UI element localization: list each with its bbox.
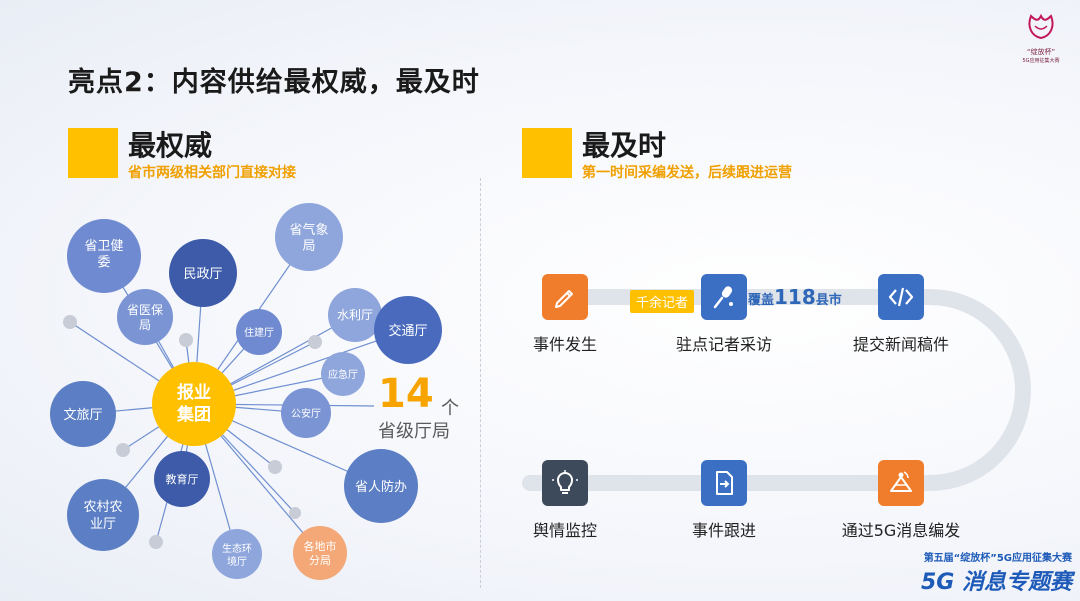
step-opinion-monitor: [542, 460, 588, 506]
flower-logo-icon: [1028, 13, 1054, 40]
node-mzt: 民政厅: [183, 267, 222, 282]
microphone-icon: [713, 286, 733, 309]
dept-count-label: 省级厅局: [378, 421, 450, 442]
section-subtitle-timely: 第一时间采编发送，后续跟进运营: [582, 165, 792, 181]
section-divider: [480, 178, 481, 588]
node-gat: 公安厅: [291, 407, 321, 420]
network-node-labels: 省卫健 委 民政厅 省气象 局 省医保 局 住建厅 水利厅 交通厅 应急厅 文旅…: [63, 222, 427, 568]
step-event-follow: [701, 460, 747, 506]
award-logo-top: “绽放杯” 5G应用征集大赛: [1012, 8, 1070, 64]
center-node-line1: 报业: [177, 382, 211, 403]
page-title: 亮点2：内容供给最权威，最及时: [68, 67, 480, 98]
node-nct-line2: 业厅: [90, 517, 116, 532]
section-title-authority: 最权威: [128, 129, 213, 162]
section-subtitle-authority: 省市两级相关部门直接对接: [128, 165, 296, 181]
section-marker-left: [68, 128, 118, 178]
node-yjt: 应急厅: [328, 368, 358, 381]
dept-count-number: 14: [378, 371, 434, 417]
node-wsj-line1: 省卫健: [84, 239, 123, 254]
node-ybj-line1: 省医保: [127, 303, 163, 317]
file-export-icon: [716, 471, 733, 495]
step-label-opinion-monitor: 舆情监控: [532, 521, 597, 540]
node-sth-line2: 境厅: [227, 555, 247, 568]
node-gdsf-line2: 分局: [309, 554, 331, 567]
coverage-prefix: 覆盖: [748, 293, 775, 308]
node-rfb: 省人防办: [355, 479, 407, 495]
section-marker-right: [522, 128, 572, 178]
step-label-5g-publish: 通过5G消息编发: [841, 521, 961, 540]
coverage-tag: 覆盖118县市: [748, 285, 842, 309]
node-nct-line1: 农村农: [83, 500, 122, 515]
center-node-line2: 集团: [176, 404, 211, 425]
step-reporter-interview: [701, 274, 747, 320]
step-label-reporter-interview: 驻点记者采访: [675, 335, 772, 354]
step-label-event-follow: 事件跟进: [691, 521, 756, 540]
node-zjt: 住建厅: [244, 326, 274, 339]
node-slt: 水利厅: [337, 308, 373, 322]
satellite-icon: [890, 471, 912, 492]
coverage-number: 118: [774, 285, 816, 309]
node-qxj-line1: 省气象: [289, 222, 328, 238]
dept-count-unit: 个: [441, 398, 459, 419]
contest-logo-line1: 第五届“绽放杯”5G应用征集大赛: [923, 553, 1072, 564]
logo-top-tiny: 5G应用征集大赛: [1022, 58, 1060, 64]
node-jtt: 交通厅: [388, 323, 427, 339]
network-satellite-dots: [63, 315, 322, 549]
section-title-timely: 最及时: [582, 129, 667, 162]
step-event-occur: [542, 274, 588, 320]
contest-logo-line2: 5G 消息专题赛: [920, 570, 1072, 595]
node-ybj-line2: 局: [139, 318, 151, 332]
pencil-icon: [555, 290, 573, 308]
step-label-event-occur: 事件发生: [532, 335, 597, 354]
node-sth-line1: 生态环: [222, 542, 252, 555]
logo-top-caption: “绽放杯”: [1026, 48, 1056, 56]
node-wlt: 文旅厅: [63, 408, 102, 423]
reporters-tag: 千余记者: [630, 290, 695, 313]
node-qxj-line2: 局: [302, 239, 315, 254]
contest-logo-bottom: 第五届“绽放杯”5G应用征集大赛 5G 消息专题赛: [902, 549, 1072, 596]
step-label-submit-article: 提交新闻稿件: [852, 335, 949, 354]
lightbulb-icon: [552, 470, 578, 494]
step-submit-article: [878, 274, 924, 320]
node-gdsf-line1: 各地市: [304, 539, 337, 553]
coverage-suffix: 县市: [815, 293, 842, 308]
node-wsj-line2: 委: [97, 255, 110, 270]
step-5g-publish: [878, 460, 924, 506]
node-jyt: 教育厅: [166, 472, 199, 486]
code-icon: [888, 287, 914, 307]
network-nodes: [50, 203, 442, 580]
